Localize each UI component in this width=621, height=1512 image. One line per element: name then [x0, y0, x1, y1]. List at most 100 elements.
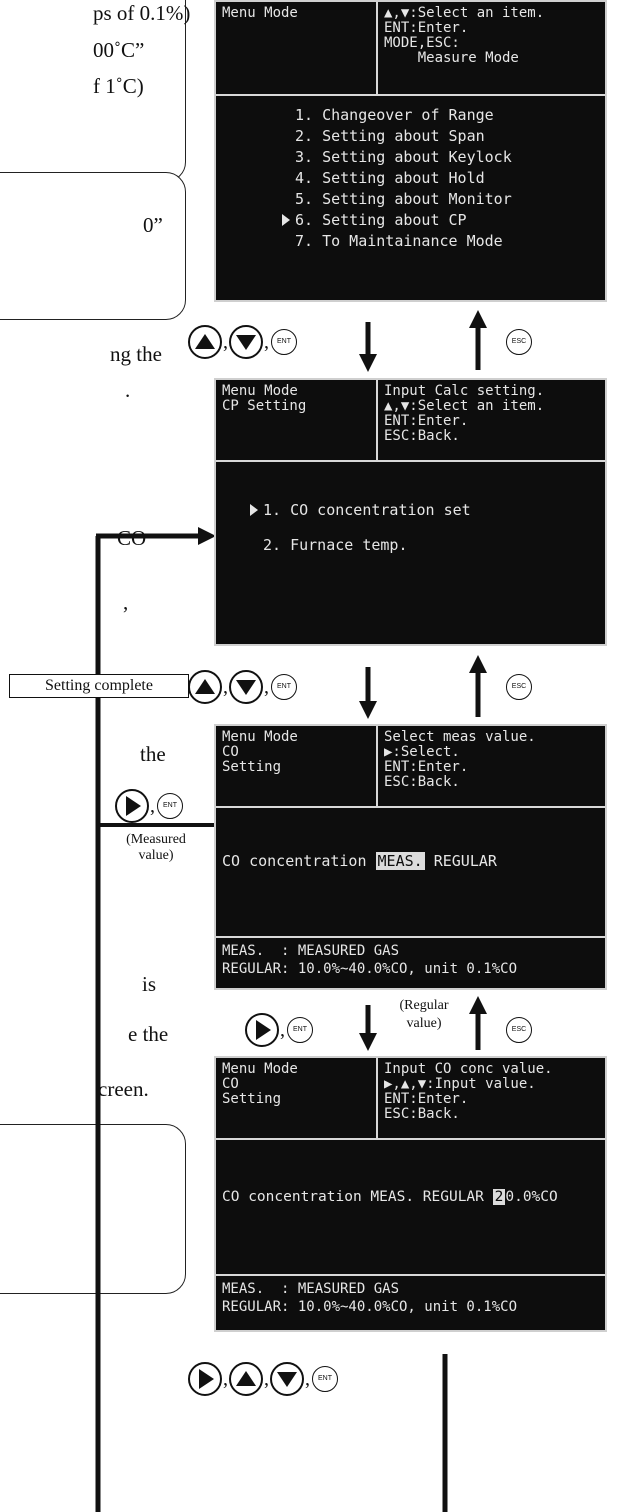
info-box-2-line: 0”	[143, 213, 163, 237]
screen-subtitle-1: CO	[222, 1076, 239, 1092]
up-button-4[interactable]	[229, 1362, 263, 1396]
help-line-2: ▲,▼:Select an item.	[384, 398, 545, 414]
screen-header	[216, 2, 605, 96]
right-button-measured[interactable]	[115, 789, 149, 823]
help-line-4: Measure Mode	[384, 50, 519, 66]
escape-button-2[interactable]: ESC	[506, 674, 532, 700]
info-box-1-line-2: 00˚C”	[93, 38, 145, 62]
footer-line-2: REGULAR: 10.0%~40.0%CO, unit 0.1%CO	[222, 1299, 518, 1315]
escape-button-3[interactable]: ESC	[506, 1017, 532, 1043]
right-button-4[interactable]	[188, 1362, 222, 1396]
body-text-line-1: ng the	[110, 342, 162, 366]
right-button-regular[interactable]	[245, 1013, 279, 1047]
menu-item-4[interactable]: 4. Setting about Hold	[295, 169, 485, 187]
help-line-1: ▲,▼:Select an item.	[384, 5, 545, 21]
right-triangle-icon	[126, 796, 141, 816]
help-line-4: ESC:Back.	[384, 1106, 460, 1122]
body-text-line-4: ,	[123, 590, 129, 614]
screen-title: Menu Mode	[222, 383, 298, 399]
enter-button-2[interactable]: ENT	[271, 674, 297, 700]
right-triangle-icon	[256, 1020, 271, 1040]
enter-button-1[interactable]: ENT	[271, 329, 297, 355]
screen-co-input: Menu Mode CO Setting Input CO conc value…	[214, 1056, 607, 1332]
enter-button-measured[interactable]: ENT	[157, 793, 183, 819]
co-concentration-line: CO concentration MEAS. REGULAR	[222, 852, 497, 870]
menu-item-7[interactable]: 7. To Maintainance Mode	[295, 232, 503, 250]
menu-item-5[interactable]: 5. Setting about Monitor	[295, 190, 512, 208]
help-line-3: ENT:Enter.	[384, 759, 469, 775]
body-text-line-2: .	[125, 378, 131, 402]
screen-title: Menu Mode	[222, 729, 298, 745]
info-box-1-line-3: f 1˚C)	[93, 74, 144, 98]
body-text-line-8: creen.	[98, 1077, 149, 1101]
screen-subtitle: CP Setting	[222, 398, 307, 414]
up-triangle-icon	[195, 334, 215, 349]
menu-item-1[interactable]: 1. Changeover of Range	[295, 106, 494, 124]
loop-arrow-head	[198, 527, 216, 545]
up-button-1[interactable]	[188, 325, 222, 359]
footer-line-1: MEAS. : MEASURED GAS	[222, 943, 400, 959]
selection-cursor-icon	[250, 504, 258, 516]
help-line-2: ENT:Enter.	[384, 20, 469, 36]
down-button-1[interactable]	[229, 325, 263, 359]
help-line-3: ENT:Enter.	[384, 1091, 469, 1107]
up-triangle-icon	[195, 679, 215, 694]
meas-option-selected[interactable]: MEAS.	[375, 852, 425, 870]
setting-complete-label: Setting complete	[9, 674, 189, 698]
up-arrow-3	[469, 996, 487, 1014]
escape-button-1[interactable]: ESC	[506, 329, 532, 355]
info-box-3	[0, 1124, 186, 1294]
help-line-1: Input Calc setting.	[384, 383, 545, 399]
down-triangle-icon	[236, 680, 256, 695]
screen-cp-setting: Menu Mode CP Setting Input Calc setting.…	[214, 378, 607, 646]
up-triangle-icon	[236, 1371, 256, 1386]
up-button-2[interactable]	[188, 670, 222, 704]
body-text-line-7: e the	[128, 1022, 169, 1046]
menu-item-6[interactable]: 6. Setting about CP	[295, 211, 467, 229]
help-line-3: ENT:Enter.	[384, 413, 469, 429]
measured-value-label-2: value)	[138, 848, 174, 863]
body-text-line-6: is	[142, 972, 157, 996]
down-arrow-1	[359, 354, 377, 372]
up-arrow-1	[469, 310, 487, 328]
regular-option[interactable]: REGULAR	[424, 852, 497, 870]
screen-subtitle-2: Setting	[222, 1091, 282, 1107]
co-concentration-label: CO concentration MEAS. REGULAR	[222, 1189, 493, 1205]
info-box-2	[0, 172, 186, 320]
measured-value-label-1: (Measured	[126, 832, 186, 847]
help-line-3: MODE,ESC:	[384, 35, 460, 51]
co-concentration-label: CO concentration	[222, 852, 376, 870]
selection-cursor-icon	[282, 214, 290, 226]
cp-item-furnace-temp[interactable]: 2. Furnace temp.	[263, 536, 408, 554]
footer-line-2: REGULAR: 10.0%~40.0%CO, unit 0.1%CO	[222, 961, 518, 977]
help-line-1: Select meas value.	[384, 729, 536, 745]
down-triangle-icon	[277, 1372, 297, 1387]
enter-button-3[interactable]: ENT	[287, 1017, 313, 1043]
menu-item-2[interactable]: 2. Setting about Span	[295, 127, 485, 145]
down-button-4[interactable]	[270, 1362, 304, 1396]
help-line-4: ESC:Back.	[384, 428, 460, 444]
co-value-rest: 0.0%CO	[505, 1189, 558, 1205]
screen-menu-mode: Menu Mode ▲,▼:Select an item. ENT:Enter.…	[214, 0, 607, 302]
up-arrow-2	[469, 655, 487, 673]
screen-subtitle-1: CO	[222, 744, 239, 760]
help-line-2: ▶,▲,▼:Input value.	[384, 1076, 536, 1092]
down-button-2[interactable]	[229, 670, 263, 704]
regular-value-label-2: value)	[406, 1016, 442, 1031]
screen-co-select: Menu Mode CO Setting Select meas value. …	[214, 724, 607, 990]
info-box-1	[0, 0, 186, 182]
help-line-1: Input CO conc value.	[384, 1061, 553, 1077]
regular-value-label-1: (Regular	[399, 998, 449, 1013]
info-box-1-line-1: ps of 0.1%)	[93, 1, 191, 25]
right-triangle-icon	[199, 1369, 214, 1389]
screen-subtitle-2: Setting	[222, 759, 282, 775]
footer-line-1: MEAS. : MEASURED GAS	[222, 1281, 400, 1297]
co-value-digit-cursor[interactable]: 2	[492, 1189, 506, 1205]
cp-item-co-concentration[interactable]: 1. CO concentration set	[263, 501, 471, 519]
enter-button-4[interactable]: ENT	[312, 1366, 338, 1392]
menu-item-3[interactable]: 3. Setting about Keylock	[295, 148, 512, 166]
down-arrow-2	[359, 701, 377, 719]
help-line-2: ▶:Select.	[384, 744, 460, 760]
screen-title: Menu Mode	[222, 5, 298, 21]
